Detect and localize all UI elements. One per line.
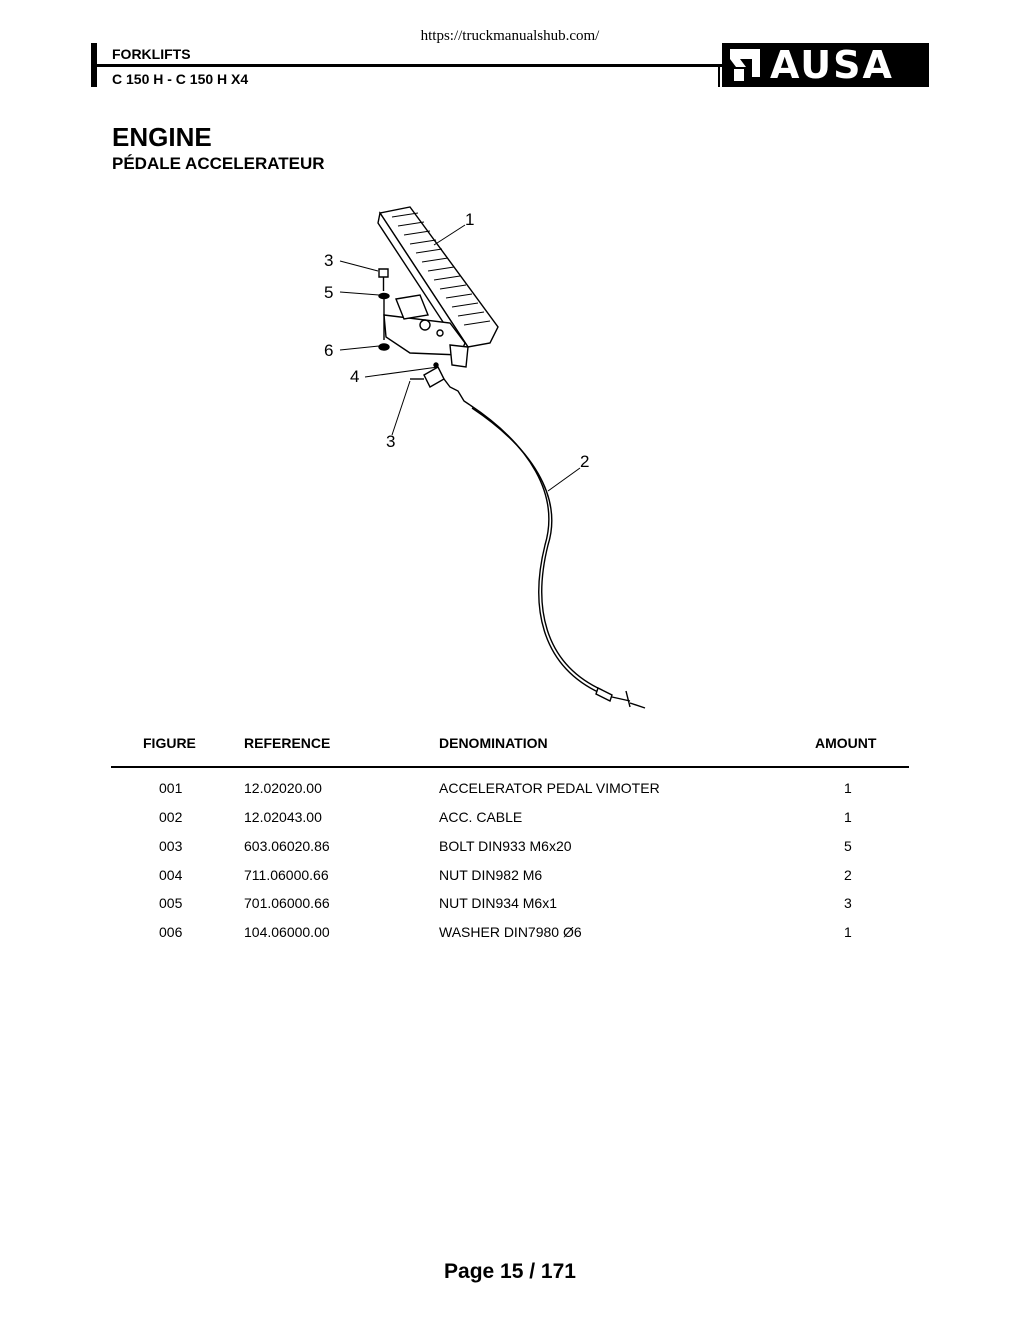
cell-amount: 2 <box>844 867 852 883</box>
cell-amount: 1 <box>844 924 852 940</box>
cell-reference: 603.06020.86 <box>244 838 330 854</box>
cell-reference: 701.06000.66 <box>244 895 330 911</box>
page-subtitle: PÉDALE ACCELERATEUR <box>112 154 325 173</box>
col-header-denomination: DENOMINATION <box>439 735 548 751</box>
ausa-logo: AUSA <box>722 43 929 87</box>
cell-amount: 1 <box>844 809 852 825</box>
cell-amount: 1 <box>844 780 852 796</box>
header-divider <box>111 766 909 768</box>
callout-3-bottom: 3 <box>386 432 395 451</box>
table-row: 001 12.02020.00 ACCELERATOR PEDAL VIMOTE… <box>111 780 909 804</box>
cell-denomination: ACCELERATOR PEDAL VIMOTER <box>439 780 660 796</box>
table-row: 004 711.06000.66 NUT DIN982 M6 2 <box>111 867 909 891</box>
cell-denomination: ACC. CABLE <box>439 809 523 825</box>
source-url: https://truckmanualshub.com/ <box>420 28 600 44</box>
cell-amount: 3 <box>844 895 852 911</box>
header-rule-end <box>718 64 720 87</box>
header-bar <box>91 43 97 87</box>
col-header-figure: FIGURE <box>143 735 196 751</box>
table-row: 005 701.06000.66 NUT DIN934 M6x1 3 <box>111 895 909 919</box>
callout-5: 5 <box>324 283 333 302</box>
cell-figure: 006 <box>159 924 183 940</box>
cell-figure: 005 <box>159 895 183 911</box>
header-rule <box>97 64 723 67</box>
cell-amount: 5 <box>844 838 852 854</box>
cell-figure: 002 <box>159 809 183 825</box>
cell-denomination: BOLT DIN933 M6x20 <box>439 838 572 854</box>
callout-4: 4 <box>350 367 359 386</box>
accelerator-pedal-diagram: 1 2 3 3 4 5 6 <box>324 206 646 709</box>
cell-denomination: NUT DIN934 M6x1 <box>439 895 558 911</box>
callout-2: 2 <box>580 452 589 471</box>
header-category: FORKLIFTS <box>112 46 191 62</box>
page-number: Page 15 / 171 <box>444 1260 576 1283</box>
cell-reference: 711.06000.66 <box>244 867 329 883</box>
cell-reference: 12.02020.00 <box>244 780 322 796</box>
page-title: ENGINE <box>112 122 212 152</box>
callout-1: 1 <box>465 210 474 229</box>
table-row: 003 603.06020.86 BOLT DIN933 M6x20 5 <box>111 838 909 862</box>
cell-denomination: WASHER DIN7980 Ø6 <box>439 924 582 940</box>
cell-figure: 004 <box>159 867 183 883</box>
ausa-logo-mark-icon <box>730 49 760 81</box>
header-model: C 150 H - C 150 H X4 <box>112 71 249 87</box>
cell-reference: 12.02043.00 <box>244 809 322 825</box>
callout-6: 6 <box>324 341 333 360</box>
table-row: 002 12.02043.00 ACC. CABLE 1 <box>111 809 909 833</box>
table-row: 006 104.06000.00 WASHER DIN7980 Ø6 1 <box>111 924 909 948</box>
cell-reference: 104.06000.00 <box>244 924 330 940</box>
cell-figure: 003 <box>159 838 183 854</box>
callout-3-top: 3 <box>324 251 333 270</box>
cell-denomination: NUT DIN982 M6 <box>439 867 543 883</box>
logo-text: AUSA <box>770 43 894 87</box>
cell-figure: 001 <box>159 780 183 796</box>
col-header-reference: REFERENCE <box>244 735 331 751</box>
col-header-amount: AMOUNT <box>815 735 877 751</box>
